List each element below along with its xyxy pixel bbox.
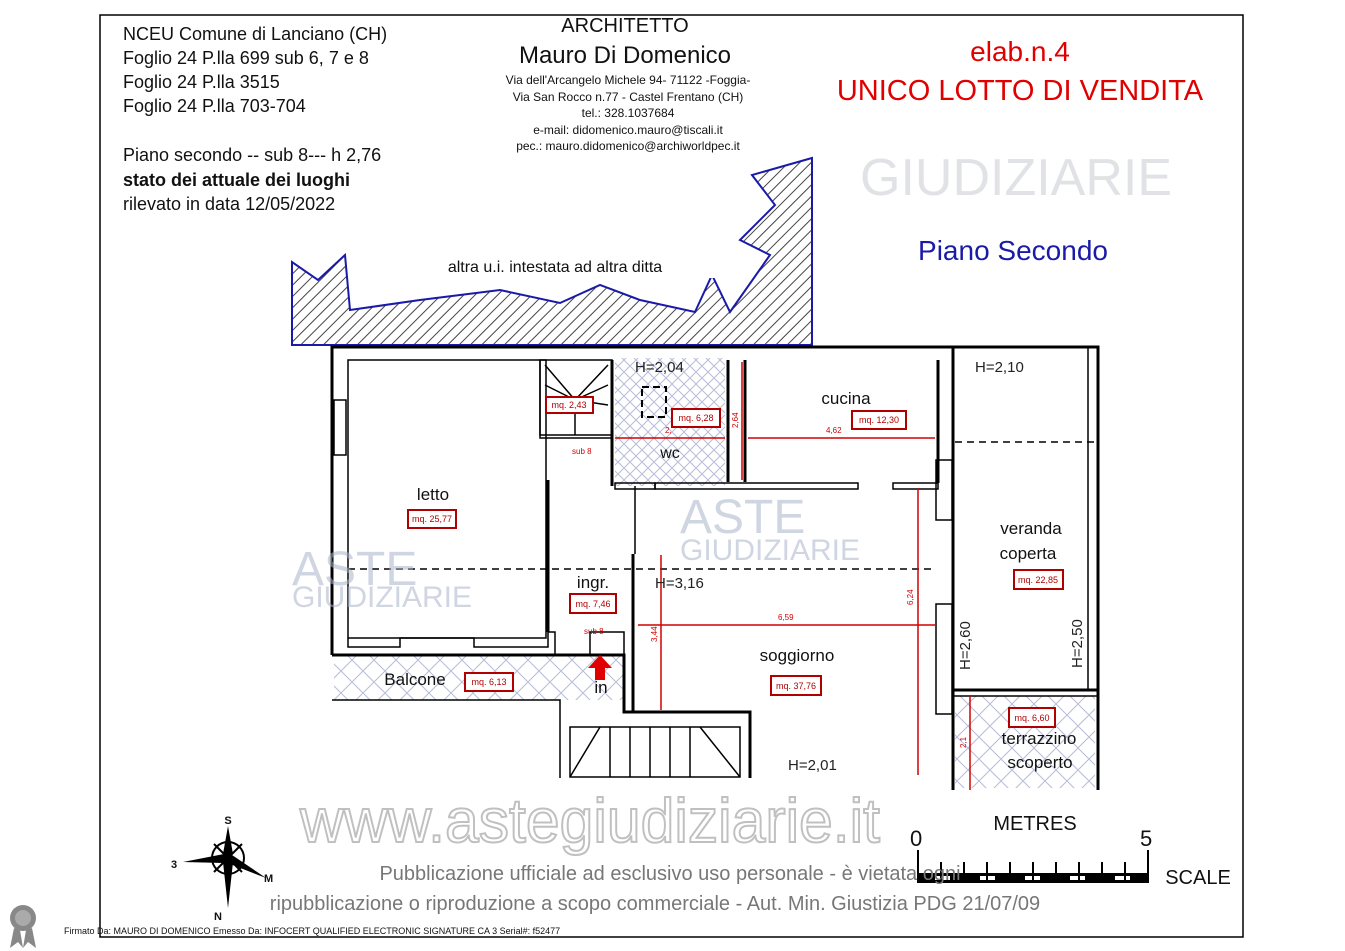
- watermark-brand: GIUDIZIARIE: [292, 581, 472, 614]
- scale-unit: METRES: [993, 813, 1076, 835]
- cadastre-info: NCEU Comune di Lanciano (CH) Foglio 24 P…: [123, 24, 387, 214]
- dimension-values: 2, 4,62 2,64 6,59 6,24 3,44 2,1 sub 8 su…: [572, 412, 968, 748]
- room-ingresso: ingr.: [577, 573, 609, 592]
- scale-start: 0: [910, 826, 922, 851]
- dim-value: 3,44: [650, 626, 659, 642]
- compass-rose-icon: S N 3 M: [171, 815, 273, 923]
- state-label: stato dei attuale dei luoghi: [123, 170, 350, 190]
- area-letto: mq. 25,77: [412, 514, 452, 524]
- area-terrazzino: mq. 6,60: [1014, 713, 1049, 723]
- watermark-brand-top: GIUDIZIARIE: [860, 149, 1172, 207]
- scale-end: 5: [1140, 826, 1152, 851]
- room-veranda: coperta: [1000, 544, 1057, 563]
- dim-value: 6,59: [778, 613, 794, 622]
- height-label: H=2,60: [957, 621, 974, 670]
- area-stair: mq. 2,43: [551, 400, 586, 410]
- scale-label: SCALE: [1165, 867, 1231, 889]
- compass-e: 3: [171, 859, 177, 871]
- room-wc: wc: [659, 445, 680, 462]
- dim-value: 2,1: [959, 736, 968, 748]
- cadastre-line: NCEU Comune di Lanciano (CH): [123, 24, 387, 44]
- architect-pec: pec.: mauro.didomenico@archiworldpec.it: [516, 139, 740, 153]
- area-ingresso: mq. 7,46: [575, 599, 610, 609]
- elab-number: elab.n.4: [970, 36, 1070, 67]
- shower-symbol: [641, 386, 667, 418]
- watermark-brand: ASTE: [680, 491, 805, 544]
- scale-bar: METRES 0 5 SCALE: [910, 813, 1231, 889]
- compass-w: M: [264, 873, 273, 885]
- notice-line1: Pubblicazione ufficiale ad esclusivo uso…: [379, 863, 960, 885]
- neighbor-unit-hatch: [291, 156, 813, 346]
- room-labels: letto wc cucina ingr. soggiorno Balcone …: [384, 389, 1076, 772]
- architect-address: Via San Rocco n.77 - Castel Frentano (CH…: [513, 90, 744, 104]
- cadastre-line: Foglio 24 P.lla 3515: [123, 72, 280, 92]
- compass-s: S: [224, 815, 231, 827]
- area-wc: mq. 6,28: [678, 413, 713, 423]
- architect-email: e-mail: didomenico.mauro@tiscali.it: [533, 123, 723, 137]
- area-boxes: mq. 25,77 mq. 2,43 mq. 6,28 mq. 12,30 mq…: [407, 396, 1064, 728]
- notice-line2: ripubblicazione o riproduzione a scopo c…: [270, 893, 1040, 915]
- height-label: H=2,10: [975, 359, 1024, 376]
- watermark-site: www.astegiudiziarie.it: [299, 787, 880, 856]
- cadastre-line: Foglio 24 P.lla 699 sub 6, 7 e 8: [123, 48, 369, 68]
- entry-arrow-icon: [588, 655, 612, 680]
- architect-name: Mauro Di Domenico: [519, 42, 731, 69]
- signature-line: Firmato Da: MAURO DI DOMENICO Emesso Da:…: [64, 926, 560, 936]
- architect-tel: tel.: 328.1037684: [582, 106, 675, 120]
- area-soggiorno: mq. 37,76: [776, 681, 816, 691]
- lot-title: UNICO LOTTO DI VENDITA: [837, 75, 1204, 107]
- neighbor-label: altra u.i. intestata ad altra ditta: [448, 259, 662, 276]
- sub-label: sub 8: [584, 627, 604, 636]
- dim-value: 2,: [665, 426, 672, 435]
- area-veranda: mq. 22,85: [1018, 575, 1058, 585]
- elab-block: elab.n.4 UNICO LOTTO DI VENDITA: [837, 36, 1204, 107]
- sheet-frame: [99, 14, 1244, 938]
- sub-label: sub 8: [572, 447, 592, 456]
- architect-block: ARCHITETTO Mauro Di Domenico Via dell'Ar…: [506, 15, 751, 153]
- dimension-lines: [615, 362, 971, 790]
- dim-value: 6,24: [906, 589, 915, 605]
- dim-value: 4,62: [826, 426, 842, 435]
- room-terrazzino: scoperto: [1007, 753, 1072, 772]
- entry-label: in: [594, 678, 607, 697]
- survey-date: rilevato in data 12/05/2022: [123, 194, 335, 214]
- floor-info: Piano secondo -- sub 8--- h 2,76: [123, 145, 381, 165]
- walls: [330, 345, 1100, 790]
- height-label: H=3,16: [655, 575, 704, 592]
- height-labels: H=2,04 H=2,10 H=3,16 H=2,01 H=2,60 H=2,5…: [635, 359, 1086, 774]
- floor-title: Piano Secondo: [918, 235, 1108, 266]
- room-cucina: cucina: [821, 389, 871, 408]
- cadastre-line: Foglio 24 P.lla 703-704: [123, 96, 306, 116]
- area-cucina: mq. 12,30: [859, 415, 899, 425]
- compass-n: N: [214, 911, 222, 923]
- area-balcone: mq. 6,13: [471, 677, 506, 687]
- height-label: H=2,04: [635, 359, 684, 376]
- dim-value: 2,64: [731, 412, 740, 428]
- room-letto: letto: [417, 485, 449, 504]
- architect-title: ARCHITETTO: [561, 15, 688, 37]
- watermark-brand: GIUDIZIARIE: [680, 534, 860, 567]
- room-terrazzino: terrazzino: [1002, 729, 1077, 748]
- height-label: H=2,50: [1069, 619, 1086, 668]
- room-balcone: Balcone: [384, 670, 445, 689]
- architect-address: Via dell'Arcangelo Michele 94- 71122 -Fo…: [506, 73, 751, 87]
- watermark-brand: ASTE: [292, 543, 417, 596]
- signature-seal-icon: [10, 905, 36, 948]
- room-veranda: veranda: [1000, 519, 1062, 538]
- room-soggiorno: soggiorno: [760, 646, 835, 665]
- height-label: H=2,01: [788, 757, 837, 774]
